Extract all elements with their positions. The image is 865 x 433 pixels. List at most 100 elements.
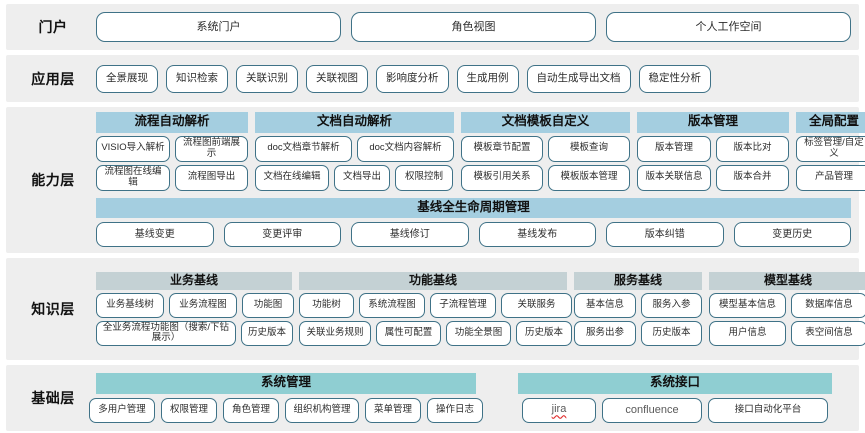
knowledge-item[interactable]: 基本信息 xyxy=(574,292,636,318)
confluence-logo-text: confluence xyxy=(625,404,679,417)
lifecycle-item[interactable]: 变更历史 xyxy=(733,222,851,248)
foundation-item[interactable]: 多用户管理 xyxy=(89,397,155,423)
portal-item[interactable]: 角色视图 xyxy=(351,12,596,43)
button-row: 模板章节配置模板查询 xyxy=(461,135,630,162)
capability-item[interactable]: doc文档章节解析 xyxy=(255,135,352,162)
foundation-item[interactable]: 菜单管理 xyxy=(365,397,421,423)
capability-item[interactable]: 文档导出 xyxy=(334,164,390,191)
capability-group: 文档模板自定义模板章节配置模板查询模板引用关系模板版本管理 xyxy=(461,111,630,191)
application-item[interactable]: 关联识别 xyxy=(236,64,298,93)
knowledge-item[interactable]: 历史版本 xyxy=(641,320,702,346)
foundation-item[interactable]: confluence xyxy=(602,397,702,423)
knowledge-item[interactable]: 功能全景图 xyxy=(446,320,511,346)
capability-item[interactable]: 版本关联信息 xyxy=(637,164,711,191)
portal-items: 系统门户角色视图个人工作空间 xyxy=(96,12,851,43)
foundation-item[interactable]: 组织机构管理 xyxy=(285,397,359,423)
application-item[interactable]: 影响度分析 xyxy=(376,64,449,93)
capability-group: 全局配置标签管理/自定义产品管理 xyxy=(796,111,865,191)
layer-body-portal: 系统门户角色视图个人工作空间 xyxy=(96,12,851,43)
capability-item[interactable]: 权限控制 xyxy=(395,164,453,191)
capability-item[interactable]: 产品管理 xyxy=(796,164,865,191)
foundation-item[interactable]: 权限管理 xyxy=(161,397,217,423)
knowledge-group: 模型基线模型基本信息数据库信息用户信息表空间信息 xyxy=(709,271,865,346)
baseline-lifecycle-items: 基线变更变更评审基线修订基线发布版本纠错变更历史 xyxy=(96,222,851,248)
layer-body-application: 全景展现知识检索关联识别关联视图影响度分析生成用例自动生成导出文档稳定性分析 xyxy=(96,64,851,93)
capability-item[interactable]: VISIO导入解析 xyxy=(96,135,170,162)
knowledge-group: 业务基线业务基线树业务流程图功能图全业务流程功能图（搜索/下钻展示）历史版本 xyxy=(96,271,294,346)
knowledge-item[interactable]: 数据库信息 xyxy=(791,292,865,318)
foundation-group-title: 系统管理 xyxy=(96,373,476,394)
button-row: 模板引用关系模板版本管理 xyxy=(461,164,630,191)
application-item[interactable]: 知识检索 xyxy=(166,64,228,93)
capability-item[interactable]: 模板查询 xyxy=(548,135,630,162)
knowledge-item[interactable]: 子流程管理 xyxy=(430,292,496,318)
capability-item[interactable]: 模板版本管理 xyxy=(548,164,630,191)
lifecycle-item[interactable]: 基线变更 xyxy=(96,222,214,248)
knowledge-group-title: 模型基线 xyxy=(709,271,865,290)
button-row: jira confluence 接口自动化平台 xyxy=(518,397,832,423)
button-row: 功能树系统流程图子流程管理关联服务 xyxy=(299,292,572,318)
knowledge-item[interactable]: 系统流程图 xyxy=(359,292,425,318)
knowledge-item[interactable]: 服务出参 xyxy=(574,320,636,346)
knowledge-item[interactable]: 全业务流程功能图（搜索/下钻展示） xyxy=(96,320,236,346)
portal-item[interactable]: 系统门户 xyxy=(96,12,341,43)
knowledge-group-title: 业务基线 xyxy=(96,271,292,290)
button-row: 服务出参历史版本 xyxy=(574,320,702,346)
lifecycle-item[interactable]: 基线发布 xyxy=(478,222,596,248)
knowledge-item[interactable]: 属性可配置 xyxy=(376,320,441,346)
lifecycle-item[interactable]: 基线修订 xyxy=(351,222,469,248)
knowledge-item[interactable]: 业务流程图 xyxy=(169,292,237,318)
foundation-item[interactable]: 角色管理 xyxy=(223,397,279,423)
knowledge-item[interactable]: 历史版本 xyxy=(516,320,572,346)
lifecycle-item[interactable]: 版本纠错 xyxy=(606,222,724,248)
application-item[interactable]: 稳定性分析 xyxy=(638,64,711,93)
capability-item[interactable]: 标签管理/自定义 xyxy=(796,135,865,162)
knowledge-item[interactable]: 关联业务规则 xyxy=(299,320,371,346)
knowledge-groups: 业务基线业务基线树业务流程图功能图全业务流程功能图（搜索/下钻展示）历史版本功能… xyxy=(96,271,865,346)
capability-item[interactable]: 模板引用关系 xyxy=(461,164,543,191)
capability-group-rows: 标签管理/自定义产品管理 xyxy=(796,135,865,191)
knowledge-item[interactable]: 业务基线树 xyxy=(96,292,164,318)
capability-group: 版本管理版本管理版本比对版本关联信息版本合并 xyxy=(637,111,789,191)
capability-item[interactable]: 版本管理 xyxy=(637,135,711,162)
application-item[interactable]: 自动生成导出文档 xyxy=(526,64,631,93)
capability-item[interactable]: 版本比对 xyxy=(716,135,789,162)
button-row: 产品管理 xyxy=(796,164,865,191)
portal-item[interactable]: 个人工作空间 xyxy=(606,12,851,43)
knowledge-item[interactable]: 模型基本信息 xyxy=(709,292,786,318)
foundation-item[interactable]: 接口自动化平台 xyxy=(708,397,828,423)
knowledge-item[interactable]: 服务入参 xyxy=(641,292,702,318)
capability-group-title: 文档自动解析 xyxy=(255,111,454,133)
button-row: 基本信息服务入参 xyxy=(574,292,702,318)
button-row: 用户信息表空间信息 xyxy=(709,320,865,346)
foundation-item[interactable]: 操作日志 xyxy=(427,397,483,423)
knowledge-item[interactable]: 功能图 xyxy=(242,292,294,318)
application-item[interactable]: 关联视图 xyxy=(306,64,368,93)
capability-group-title: 流程自动解析 xyxy=(96,111,248,133)
application-item[interactable]: 全景展现 xyxy=(96,64,158,93)
knowledge-group-rows: 功能树系统流程图子流程管理关联服务关联业务规则属性可配置功能全景图历史版本 xyxy=(299,292,572,346)
capability-item[interactable]: 模板章节配置 xyxy=(461,135,543,162)
knowledge-item[interactable]: 历史版本 xyxy=(241,320,293,346)
button-row: 全业务流程功能图（搜索/下钻展示）历史版本 xyxy=(96,320,293,346)
layer-label-capability: 能力层 xyxy=(31,171,75,188)
capability-item[interactable]: 流程图前端展示 xyxy=(175,135,248,162)
capability-item[interactable]: 文档在线编辑 xyxy=(255,164,329,191)
layer-application: 应用层 全景展现知识检索关联识别关联视图影响度分析生成用例自动生成导出文档稳定性… xyxy=(6,55,859,102)
knowledge-item[interactable]: 关联服务 xyxy=(501,292,572,318)
application-item[interactable]: 生成用例 xyxy=(456,64,519,93)
knowledge-item[interactable]: 用户信息 xyxy=(709,320,786,346)
capability-item[interactable]: 流程图导出 xyxy=(175,164,248,191)
capability-item[interactable]: 流程图在线编辑 xyxy=(96,164,170,191)
knowledge-item[interactable]: 表空间信息 xyxy=(791,320,865,346)
foundation-item[interactable]: jira xyxy=(522,397,596,423)
capability-item[interactable]: 版本合并 xyxy=(716,164,789,191)
capability-item[interactable]: doc文档内容解析 xyxy=(357,135,454,162)
lifecycle-item[interactable]: 变更评审 xyxy=(223,222,341,248)
knowledge-item[interactable]: 功能树 xyxy=(299,292,354,318)
